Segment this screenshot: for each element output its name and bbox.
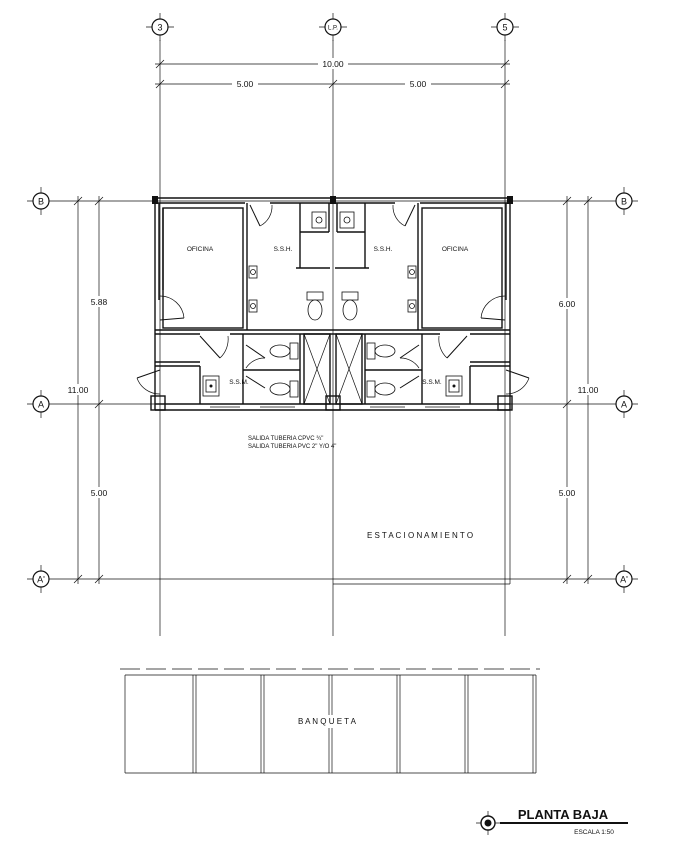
room-label-office-right: OFICINA [442, 246, 469, 253]
grid-lines [55, 40, 610, 636]
fixtures [202, 211, 463, 398]
room-labels: OFICINA OFICINA S.S.H. S.S.H. S.S.M. S.S… [187, 246, 469, 386]
grid-label-left-a-prime: A' [37, 575, 45, 585]
drawing-title: PLANTA BAJA [518, 807, 609, 822]
grid-label-right-a-prime: A' [620, 575, 628, 585]
sidewalk-label: B A N Q U E T A [298, 717, 357, 726]
dim-total-width: 10.00 [322, 59, 344, 69]
dim-right-total: 11.00 [578, 385, 599, 395]
grid-label-lp: L.P. [328, 26, 338, 32]
grid-label-5: 5 [502, 23, 507, 33]
room-label-ssm-left: S.S.M. [229, 379, 249, 386]
dimension-left: 11.00 5.88 5.00 [66, 196, 111, 584]
building-walls [150, 196, 513, 411]
dim-left-upper: 5.88 [91, 297, 108, 307]
grid-label-right-a: A [621, 400, 627, 410]
grid-bubble-right-b: B [610, 187, 638, 215]
pipe-note-1: SALIDA TUBERIA CPVC ¾" [248, 436, 323, 442]
dim-right-upper: 6.00 [559, 299, 576, 309]
room-label-office-left: OFICINA [187, 246, 214, 253]
dim-left-width: 5.00 [237, 79, 254, 89]
grid-label-left-a: A [38, 400, 44, 410]
grid-bubble-left-a-prime: A' [27, 565, 55, 593]
grid-bubble-right-a-prime: A' [610, 565, 638, 593]
dimension-top: 10.00 5.00 5.00 [155, 58, 510, 89]
drawing-scale: ESCALA 1:50 [574, 829, 614, 836]
room-label-ssm-right: S.S.M. [422, 379, 442, 386]
room-label-ssh-right: S.S.H. [374, 246, 393, 253]
pipe-note-2: SALIDA TUBERIA PVC 2" Y/O 4" [248, 444, 336, 450]
grid-bubble-left-a: A [27, 390, 55, 418]
grid-bubble-left-b: B [27, 187, 55, 215]
grid-bubble-right-a: A [610, 390, 638, 418]
dim-left-lower: 5.00 [91, 488, 108, 498]
sidewalk: B A N Q U E T A [120, 668, 540, 774]
doors [136, 204, 530, 395]
dimension-right: 6.00 5.00 11.00 [555, 196, 600, 584]
parking-label: E S T A C I O N A M I E N T O [367, 531, 473, 540]
grid-bubble-3: 3 [146, 13, 174, 41]
title-block: PLANTA BAJA ESCALA 1:50 [476, 807, 628, 836]
dim-right-width: 5.00 [410, 79, 427, 89]
dim-right-lower: 5.00 [559, 488, 576, 498]
dim-left-total: 11.00 [68, 385, 89, 395]
grid-label-3: 3 [157, 23, 162, 33]
grid-label-left-b: B [38, 197, 44, 207]
room-label-ssh-left: S.S.H. [274, 246, 293, 253]
grid-bubble-lp: L.P. [319, 13, 347, 41]
pipe-notes: SALIDA TUBERIA CPVC ¾" SALIDA TUBERIA PV… [248, 436, 336, 450]
grid-label-right-b: B [621, 197, 627, 207]
parking-area: E S T A C I O N A M I E N T O [333, 410, 511, 585]
grid-bubble-5: 5 [491, 13, 519, 41]
